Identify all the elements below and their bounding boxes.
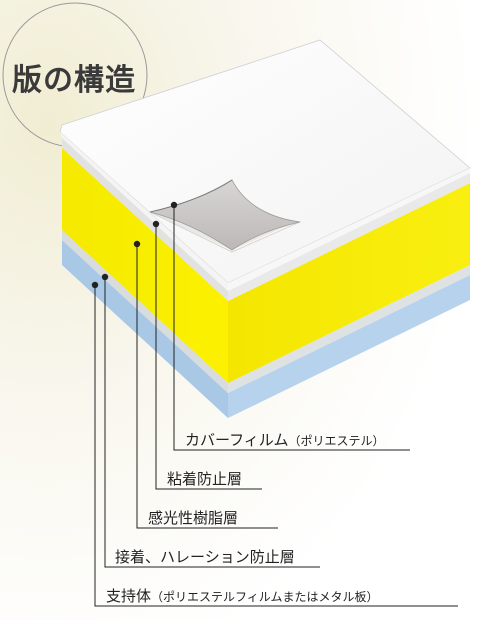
resin-layer-front [62, 148, 228, 383]
leader-dot-antistick [152, 220, 160, 228]
label-antistick: 粘着防止層 [167, 470, 242, 488]
adhesion-layer-side [228, 265, 470, 393]
leader-line-adhesion [104, 277, 320, 568]
antistick-layer-front [62, 138, 228, 301]
leader-line-resin [136, 244, 278, 529]
label-resin: 感光性樹脂層 [148, 509, 238, 527]
label-adhesion: 接着、ハレーション防止層 [115, 548, 295, 566]
leader-line-cover-film [173, 205, 410, 451]
support-layer-front [62, 240, 228, 418]
label-cover-film-note: （ポリエステル） [288, 434, 385, 448]
leader-dot-adhesion [101, 273, 109, 281]
leader-dot-support [91, 281, 99, 289]
label-adhesion-name: 接着、ハレーション防止層 [115, 548, 295, 566]
resin-layer-side [228, 183, 470, 383]
support-layer-side [228, 275, 470, 418]
leader-line-support [94, 285, 458, 607]
label-support-name: 支持体 [106, 587, 152, 605]
leader-dot-resin [133, 240, 141, 248]
cover-film-side [228, 168, 470, 291]
diagram-title: 版の構造 [12, 63, 136, 98]
leader-line-antistick [155, 224, 262, 490]
label-support: 支持体（ポリエステルフィルムまたはメタル板） [106, 587, 379, 606]
leader-dot-cover-film [170, 201, 178, 209]
label-cover-film: カバーフィルム（ポリエステル） [185, 431, 385, 450]
label-cover-film-name: カバーフィルム [185, 431, 289, 449]
label-support-note: （ポリエステルフィルムまたはメタル板） [151, 590, 379, 604]
cover-film-front [60, 132, 228, 291]
label-antistick-name: 粘着防止層 [167, 470, 243, 488]
label-resin-name: 感光性樹脂層 [148, 509, 239, 527]
peeled-film-edge [149, 179, 233, 213]
adhesion-layer-front [62, 230, 228, 393]
antistick-layer-side [228, 173, 470, 301]
